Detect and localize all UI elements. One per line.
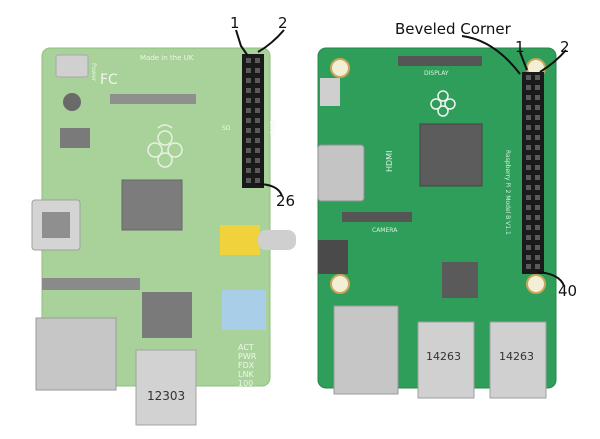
right-usb-code-b: 14263 [499,350,534,363]
right-display-connector [398,56,482,66]
left-silk-gpio: GPIO [268,120,275,135]
led-label: 100 [238,379,253,388]
right-lan-chip [442,262,478,298]
left-display-connector [110,94,196,104]
left-ethernet-port [35,317,117,391]
left-raspberry-logo [147,124,183,168]
right-pin40-leader [537,271,565,287]
right-hdmi-port [317,144,365,202]
right-usb-port-b [489,321,547,399]
left-gpio-header [242,54,264,188]
left-led-labels: ACT PWR FDX LNK 100 [238,343,257,388]
left-rca-video-shaft [258,230,296,250]
left-micro-usb [55,54,89,78]
right-camera-connector [342,212,412,222]
left-pin2-leader [257,29,285,53]
right-usb-code-a: 14263 [426,350,461,363]
right-pin-label-1: 1 [515,38,525,56]
left-board: Power Made in the UK FC SD [31,29,296,426]
left-camera-connector [42,278,140,290]
right-audio-jack [318,240,348,274]
right-silk-camera: CAMERA [372,227,398,234]
right-bevel-leader [461,35,521,75]
led-label: FDX [238,361,255,370]
left-regulator [60,128,90,148]
right-mount-hole [330,274,350,294]
led-label: PWR [238,352,257,361]
right-pin-label-40: 40 [558,282,578,300]
left-silk-sd: SD [222,125,231,132]
right-mount-hole [330,58,350,78]
left-usb-port [135,349,197,426]
left-rca-video [220,225,260,255]
right-callout-beveled-corner: Beveled Corner [395,20,511,38]
right-raspberry-logo [430,90,456,117]
right-ethernet-port [333,305,399,395]
left-hdmi-socket [42,212,70,238]
left-silk-power: Power [90,63,97,82]
right-silk-hdmi: HDMI [385,151,394,172]
left-capacitor [63,93,81,111]
left-pin-label-2: 2 [278,14,288,32]
right-gpio-pins [526,75,540,269]
left-pin1-leader [235,29,249,57]
left-gpio-pins [246,58,260,183]
left-usb-code: 12303 [147,389,185,403]
left-audio-jack [222,290,266,330]
right-soc [419,123,483,187]
led-label: LNK [238,370,254,379]
right-pin2-leader [539,49,567,73]
left-lan-chip [142,292,192,338]
right-gpio-header [522,72,544,274]
left-pin-label-1: 1 [230,14,240,32]
left-soc [121,179,183,231]
right-mount-hole [526,274,546,294]
led-label: ACT [238,343,254,352]
right-silk-model: Raspberry Pi 2 Model B V1.1 [504,150,511,235]
left-pin26-leader [256,183,283,197]
right-pin-label-2: 2 [560,38,570,56]
left-silk-made-in: Made in the UK [140,54,194,62]
right-board: DISPLAY HDMI Raspberry Pi 2 Model B V1.1… [317,35,567,399]
left-pin-label-26: 26 [276,192,296,210]
left-fcc-logo: FC [100,72,118,88]
right-pin1-leader [519,51,528,71]
right-silk-display: DISPLAY [424,70,449,77]
right-micro-usb [320,78,340,106]
right-usb-port-a [417,321,475,399]
